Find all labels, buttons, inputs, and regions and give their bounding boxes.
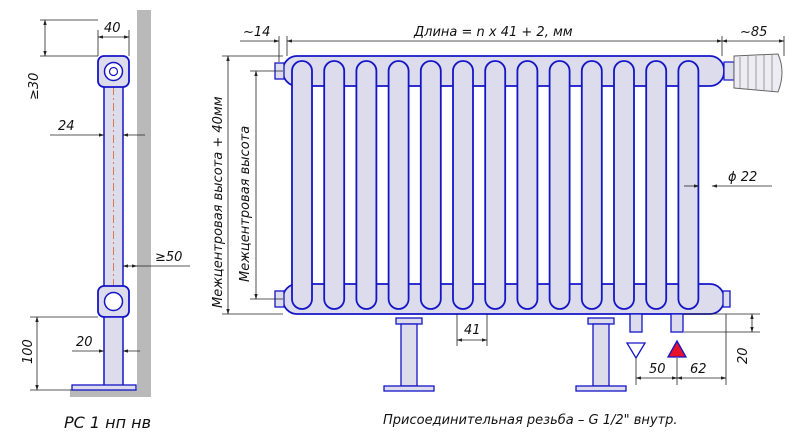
connection-pipe-left	[629, 313, 643, 333]
outlet-triangle-icon	[625, 342, 647, 360]
floor	[70, 389, 151, 397]
radiator-tube	[452, 60, 474, 310]
dim-tube-diameter: ϕ 22	[728, 170, 757, 185]
dim-left-offset: ~14	[243, 25, 270, 40]
dim-40: 40	[104, 21, 121, 36]
connection-pipe-right	[670, 313, 684, 333]
thread-note: Присоединительная резьба – G 1/2" внутр.	[383, 413, 678, 428]
wall	[137, 10, 151, 396]
dim-top-gap: ≥30	[27, 73, 42, 100]
dim-connection-offset: 62	[690, 362, 707, 377]
radiator-tube	[677, 60, 700, 310]
radiator-tube	[291, 60, 313, 310]
dim-length-formula: Длина = n x 41 + 2, мм	[413, 25, 573, 40]
radiator-tube	[419, 60, 442, 310]
side-leg	[103, 316, 124, 388]
side-foot	[71, 384, 137, 391]
radiator-tube	[516, 60, 539, 310]
dim-connection-height: 20	[736, 347, 751, 364]
thermostat-head-icon	[723, 53, 783, 93]
dim-pitch: 41	[464, 323, 481, 338]
dim-center-height: Межцентровая высота	[238, 126, 253, 282]
right-bottom-plug-icon	[722, 290, 731, 308]
top-plug-icon	[103, 61, 124, 82]
front-leg-right	[575, 317, 627, 392]
front-view: ~14 Длина = n x 41 + 2, мм ~85 Межцентро…	[211, 25, 785, 428]
radiator-tube	[580, 60, 603, 310]
radiator-tube	[323, 60, 346, 310]
dim-20-side: 20	[76, 335, 93, 350]
top-plug-inner	[108, 66, 119, 77]
dim-overall-height: Межцентровая высота + 40мм	[211, 96, 226, 308]
radiator-tube	[548, 60, 571, 310]
model-caption: РС 1 нп нв	[64, 413, 151, 432]
radiator-tube	[355, 60, 378, 310]
radiator-tube	[645, 60, 668, 310]
front-leg-left	[383, 317, 435, 392]
radiator-tube	[387, 60, 410, 310]
radiator-tube	[613, 60, 635, 310]
dim-wall-gap: ≥50	[155, 250, 182, 265]
dim-right-offset: ~85	[740, 25, 767, 40]
dim-100: 100	[21, 339, 36, 364]
dim-connection-gap: 50	[649, 362, 666, 377]
inlet-triangle-icon	[666, 339, 688, 358]
bottom-plug-icon	[103, 291, 124, 312]
radiator-tube	[484, 60, 507, 310]
side-view: 40 ≥30 24 ≥50 20 100 РС 1 нп нв	[21, 10, 190, 432]
radiator-tubes	[291, 60, 700, 310]
dim-24: 24	[58, 119, 75, 134]
